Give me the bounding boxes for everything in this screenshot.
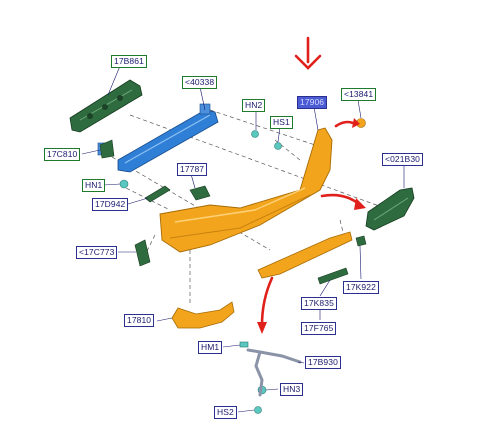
label-17k922: 17K922 (343, 281, 379, 294)
label-17k835: 17K835 (301, 297, 337, 310)
arrow-heads (257, 118, 366, 334)
lower-valance-part (257, 231, 353, 279)
label-17787: 17787 (177, 163, 208, 176)
label-hn3: HN3 (280, 383, 304, 396)
label-17f765: 17F765 (301, 322, 337, 335)
small-brackets (99, 139, 367, 285)
label-17c773: <17C773 (76, 246, 118, 259)
lower-cover-part (171, 301, 235, 329)
bumper-cover-part (159, 127, 333, 253)
label-17906: 17906 (297, 96, 328, 109)
wiring-harness-part (246, 348, 302, 397)
reinforcement-beam-part (97, 103, 219, 173)
leader-lines (81, 65, 405, 413)
label-hm1: HM1 (198, 341, 223, 354)
assembly-guide-lines (99, 109, 391, 305)
label-17b930: 17B930 (305, 356, 341, 369)
upper-bracket-part (69, 79, 143, 133)
label-17c810: 17C810 (44, 148, 81, 161)
label-hn1: HN1 (82, 179, 106, 192)
label-17810: 17810 (124, 314, 155, 327)
label-hn2: HN2 (242, 99, 266, 112)
label-021b30: <021B30 (382, 153, 423, 166)
label-17b861: 17B861 (111, 55, 147, 68)
direction-arrows (260, 36, 362, 327)
label-hs1: HS1 (270, 116, 293, 129)
label-17d942: 17D942 (92, 198, 129, 211)
label-40338: <40338 (182, 76, 218, 89)
side-bracket-part (365, 187, 415, 231)
label-13841: <13841 (341, 88, 377, 101)
label-hs2: HS2 (214, 406, 237, 419)
